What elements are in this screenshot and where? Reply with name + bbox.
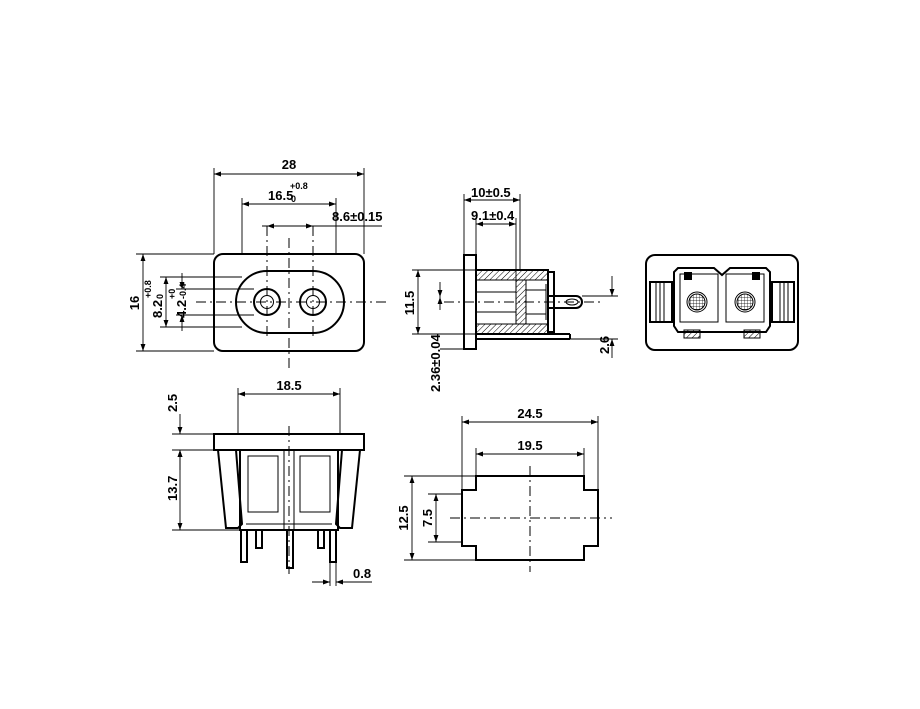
dim-8-6: 8.6±0.15 (332, 209, 383, 224)
side-view: 10±0.5 9.1±0.4 11.5 2.36±0.04 2.6 (402, 185, 618, 392)
dim-9-1: 9.1±0.4 (471, 208, 515, 223)
rear-outline (645, 254, 799, 351)
dim-8-2-lower-tol: 0 (155, 294, 165, 299)
dim-28: 28 (282, 157, 296, 172)
pin-left (240, 529, 248, 563)
pin-center (286, 529, 294, 569)
dim-2-5: 2.5 (165, 394, 180, 412)
dim-13-7: 13.7 (165, 476, 180, 501)
pin-bore (475, 291, 517, 313)
dim-2-36: 2.36±0.04 (428, 333, 443, 392)
dim-11-5: 11.5 (402, 291, 417, 316)
dim-4-2-upper-tol: +0 (167, 289, 177, 299)
solder-tab (548, 295, 583, 309)
bottom-view: 18.5 2.5 13.7 0.8 (165, 378, 372, 586)
panel-cutout-view: 24.5 19.5 12.5 7.5 (396, 406, 612, 572)
right-clip (334, 449, 362, 529)
dim-4-2-lower-tol: -0.4 (178, 283, 188, 299)
dim-24-5: 24.5 (517, 406, 542, 421)
front-view: 28 16.5 +0.8 0 8.6±0.15 16 8.2 +0.8 0 4.… (127, 157, 388, 368)
dim-7-5: 7.5 (420, 509, 435, 527)
dim-16-5: 16.5 (268, 188, 293, 203)
dim-16-5-upper-tol: +0.8 (290, 181, 308, 191)
dim-16-5-lower-tol: 0 (291, 194, 296, 204)
rear-view (645, 254, 799, 351)
dim-12-5: 12.5 (396, 505, 411, 530)
dim-8-2-upper-tol: +0.8 (143, 280, 153, 298)
dim-8-2: 8.2 (150, 300, 165, 318)
dim-19-5: 19.5 (517, 438, 542, 453)
dim-16: 16 (127, 296, 142, 310)
dim-10: 10±0.5 (471, 185, 511, 200)
dim-2-6: 2.6 (597, 336, 612, 354)
dim-4-2: 4.2 (174, 300, 189, 318)
left-clip (216, 449, 244, 529)
dim-18-5: 18.5 (276, 378, 301, 393)
dim-0-8: 0.8 (353, 566, 371, 581)
pin-right (329, 529, 337, 563)
